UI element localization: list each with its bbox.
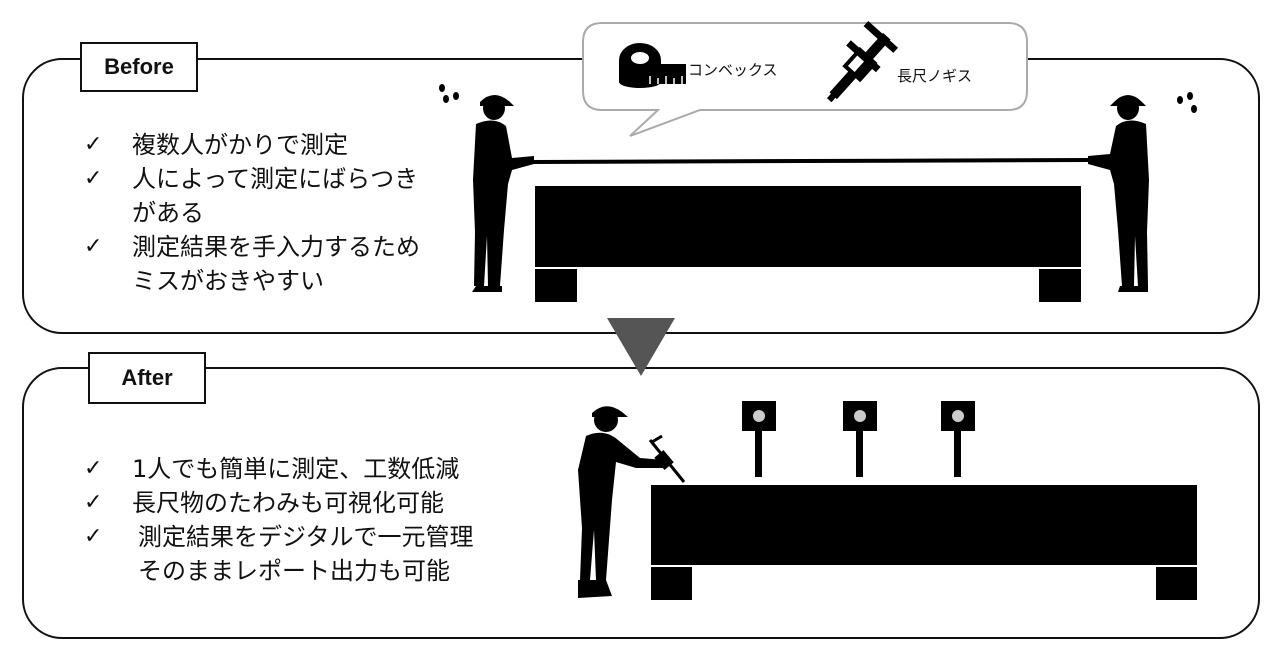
tape-measure-icon bbox=[619, 43, 686, 88]
worker-silhouette-right bbox=[1088, 95, 1149, 292]
list-item: ✓ 測定結果を手入力するため ミスがおきやすい bbox=[84, 230, 504, 298]
check-icon: ✓ bbox=[84, 234, 103, 259]
after-label: After bbox=[88, 352, 206, 404]
after-bullet-list: ✓ 1人でも簡単に測定、工数低減 ✓ 長尺物のたわみも可視化可能 ✓ 測定結果を… bbox=[84, 452, 524, 588]
tape-measure-label: コンベックス bbox=[688, 61, 778, 79]
bullet-text: 長尺物のたわみも可視化可能 bbox=[132, 489, 444, 517]
check-icon: ✓ bbox=[84, 166, 103, 191]
bullet-text: 測定結果をデジタルで一元管理 そのままレポート出力も可能 bbox=[138, 523, 474, 585]
before-label: Before bbox=[80, 42, 198, 92]
sweat-drops-icon-left bbox=[439, 84, 459, 103]
measuring-probe-icon bbox=[648, 434, 686, 483]
after-beam bbox=[651, 485, 1197, 600]
check-icon: ✓ bbox=[84, 524, 103, 549]
bullet-text: 測定結果を手入力するため ミスがおきやすい bbox=[132, 233, 420, 295]
target-marker-icon-2 bbox=[843, 401, 877, 477]
list-item: ✓ 複数人がかりで測定 bbox=[84, 128, 504, 162]
sweat-drops-icon-right bbox=[1177, 92, 1197, 113]
before-beam bbox=[531, 158, 1091, 302]
worker-silhouette-left bbox=[472, 95, 534, 292]
bullet-text: 1人でも簡単に測定、工数低減 bbox=[132, 455, 460, 483]
worker-silhouette-after bbox=[578, 406, 664, 598]
speech-bubble bbox=[582, 22, 1028, 137]
check-icon: ✓ bbox=[84, 490, 103, 515]
bullet-text: 複数人がかりで測定 bbox=[132, 131, 348, 159]
check-icon: ✓ bbox=[84, 456, 103, 481]
target-marker-icon-3 bbox=[941, 401, 975, 477]
list-item: ✓ 長尺物のたわみも可視化可能 bbox=[84, 486, 524, 520]
before-bullet-list: ✓ 複数人がかりで測定 ✓ 人によって測定にばらつき がある ✓ 測定結果を手入… bbox=[84, 128, 504, 298]
caliper-label: 長尺ノギス bbox=[897, 67, 973, 85]
list-item: ✓ 人によって測定にばらつき がある bbox=[84, 162, 504, 230]
target-marker-icon-1 bbox=[742, 401, 776, 477]
down-arrow-icon bbox=[607, 318, 675, 376]
list-item: ✓ 測定結果をデジタルで一元管理 そのままレポート出力も可能 bbox=[84, 520, 524, 588]
check-icon: ✓ bbox=[84, 132, 103, 157]
bullet-text: 人によって測定にばらつき がある bbox=[132, 165, 419, 227]
caliper-icon bbox=[826, 20, 898, 103]
list-item: ✓ 1人でも簡単に測定、工数低減 bbox=[84, 452, 524, 486]
